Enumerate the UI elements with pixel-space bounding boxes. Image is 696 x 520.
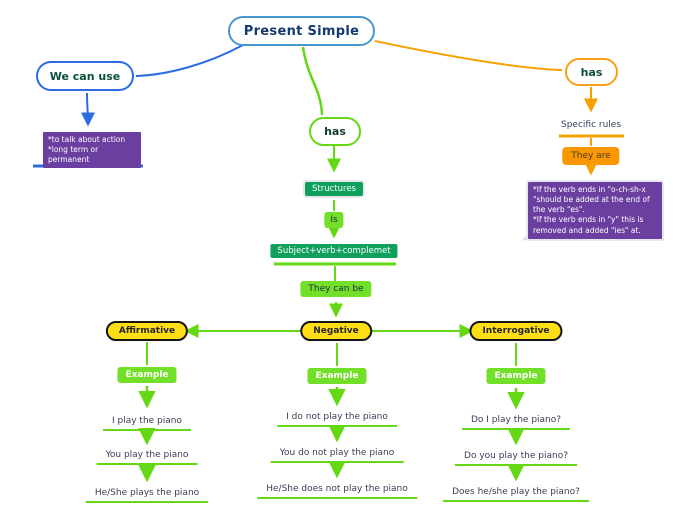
connector-root-to-has-right <box>374 40 563 71</box>
example-negative-1[interactable]: I do not play the piano <box>277 412 397 427</box>
node-they-are[interactable]: They are <box>562 147 620 165</box>
node-example-negative[interactable]: Example <box>307 368 367 384</box>
node-example-affirmative[interactable]: Example <box>117 367 177 383</box>
example-negative-2[interactable]: You do not play the piano <box>270 448 404 463</box>
node-has-right[interactable]: has <box>565 58 618 86</box>
node-negative[interactable]: Negative <box>300 321 372 341</box>
note-we-can-use[interactable]: *to talk about action *long term or perm… <box>43 132 141 169</box>
node-example-interrogative[interactable]: Example <box>486 368 546 384</box>
node-formula[interactable]: Subject+verb+complemet <box>270 244 398 258</box>
node-structures[interactable]: Structures <box>305 182 363 196</box>
connector-root-to-use <box>135 44 244 77</box>
note-specific-rules[interactable]: *If the verb ends in "o-ch-sh-x "should … <box>528 182 662 239</box>
example-negative-3[interactable]: He/She does not play the piano <box>257 484 417 499</box>
example-affirmative-2[interactable]: You play the piano <box>96 450 198 465</box>
example-affirmative-1[interactable]: I play the piano <box>102 416 192 431</box>
node-interrogative[interactable]: Interrogative <box>469 321 563 341</box>
example-interrogative-1[interactable]: Do I play the piano? <box>461 415 571 430</box>
node-we-can-use[interactable]: We can use <box>36 61 134 91</box>
node-specific-rules[interactable]: Specific rules <box>560 120 622 130</box>
connector-use-to-note <box>80 92 95 127</box>
example-interrogative-2[interactable]: Do you play the piano? <box>455 451 577 466</box>
example-interrogative-3[interactable]: Does he/she play the piano? <box>443 487 589 502</box>
node-they-can-be[interactable]: They can be <box>300 281 372 297</box>
node-present-simple[interactable]: Present Simple <box>228 16 375 46</box>
node-is[interactable]: Is <box>324 212 344 228</box>
connector-root-to-has-center <box>301 46 324 116</box>
node-has-center[interactable]: has <box>309 117 361 146</box>
node-affirmative[interactable]: Affirmative <box>105 321 189 341</box>
example-affirmative-3[interactable]: He/She plays the piano <box>85 488 209 503</box>
